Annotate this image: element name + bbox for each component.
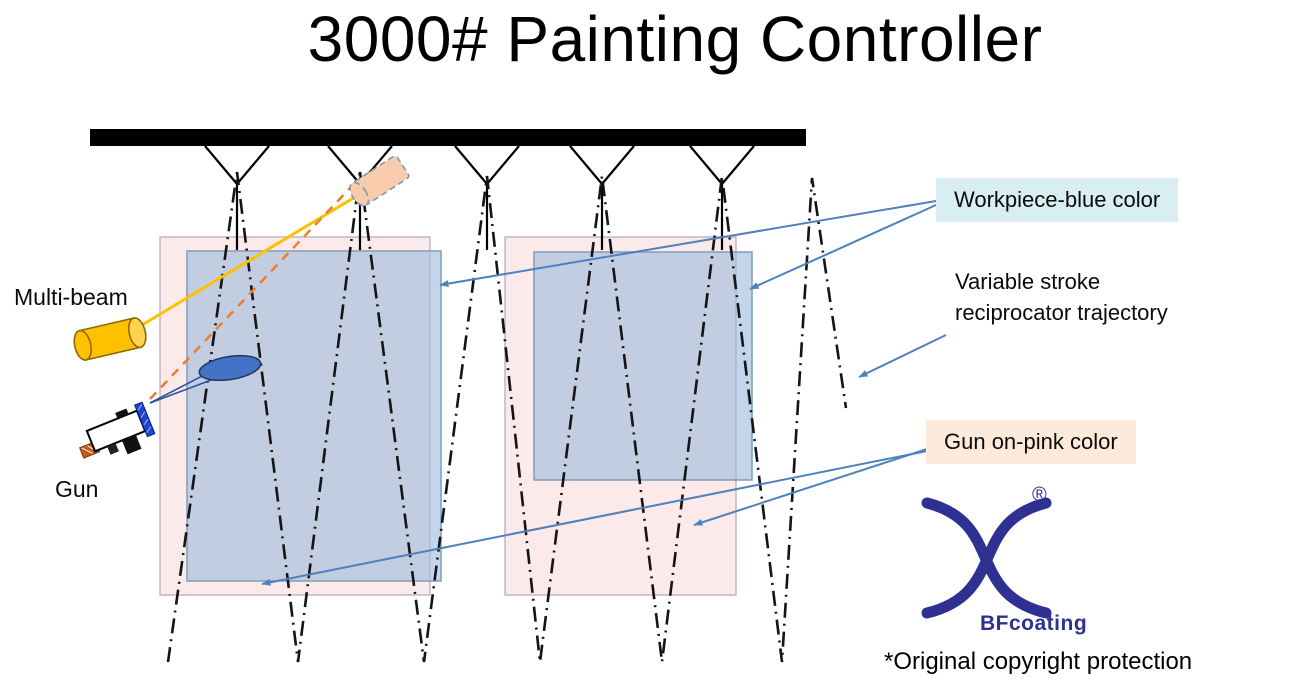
spray-gun: [79, 401, 156, 459]
brand-name: BFcoating: [980, 612, 1088, 635]
spray-pattern-ellipse: [198, 354, 262, 382]
arrow-to-trajectory: [858, 334, 947, 378]
multi-beam-emitter: [73, 317, 147, 361]
arrow-to-left-pink: [261, 450, 928, 586]
workpiece-left-blue: [186, 250, 442, 582]
gun-trigger: [107, 443, 119, 455]
variable-stroke-line1: Variable stroke: [955, 269, 1101, 294]
conveyor-rail: [90, 129, 806, 146]
emitter-cap: [73, 329, 93, 361]
nozzle-stripe: [140, 411, 146, 419]
ghost-cylinder-cap: [349, 181, 370, 207]
hanger-1: [204, 145, 270, 250]
multi-beam-line: [131, 192, 361, 333]
variable-stroke-line2: reciprocator trajectory: [955, 300, 1168, 325]
gun-top-block: [115, 408, 129, 419]
workpiece-right-blue: [533, 251, 753, 481]
gun-label: Gun: [55, 476, 99, 502]
multi-beam-label: Multi-beam: [14, 284, 128, 310]
hanger-4: [569, 145, 635, 250]
bfcoating-logo-mark: [921, 497, 1052, 619]
nozzle-stripe: [146, 426, 152, 433]
arrow-to-right-pink: [693, 448, 928, 526]
callout-arrows: [261, 200, 947, 586]
hanger-5: [689, 145, 755, 250]
hanger-3: [454, 145, 520, 250]
registered-trademark-icon: ®: [1032, 484, 1047, 506]
gun-pink-callout: Gun on-pink color: [926, 420, 1136, 464]
arrow-to-right-workpiece: [749, 204, 937, 290]
page-title: 3000# Painting Controller: [307, 3, 1043, 75]
gun-ghost-cylinder: [349, 155, 410, 207]
nozzle-stripe: [143, 418, 149, 426]
variable-stroke-caption: Variable stroke reciprocator trajectory: [955, 266, 1168, 328]
emitter-face: [127, 317, 147, 349]
logo-curve-2: [921, 497, 1052, 619]
connector-stripe: [81, 447, 93, 454]
arrow-to-left-workpiece: [439, 200, 937, 288]
spray-cone-edge-top: [149, 373, 207, 404]
nozzle-stripe: [137, 404, 143, 411]
copyright-note: *Original copyright protection: [884, 648, 1193, 675]
gun-travel-dashed-line: [149, 185, 353, 400]
workpiece-callout: Workpiece-blue color: [936, 178, 1179, 222]
reciprocator-trajectory-line: [166, 171, 848, 663]
gun-handle: [121, 434, 142, 455]
